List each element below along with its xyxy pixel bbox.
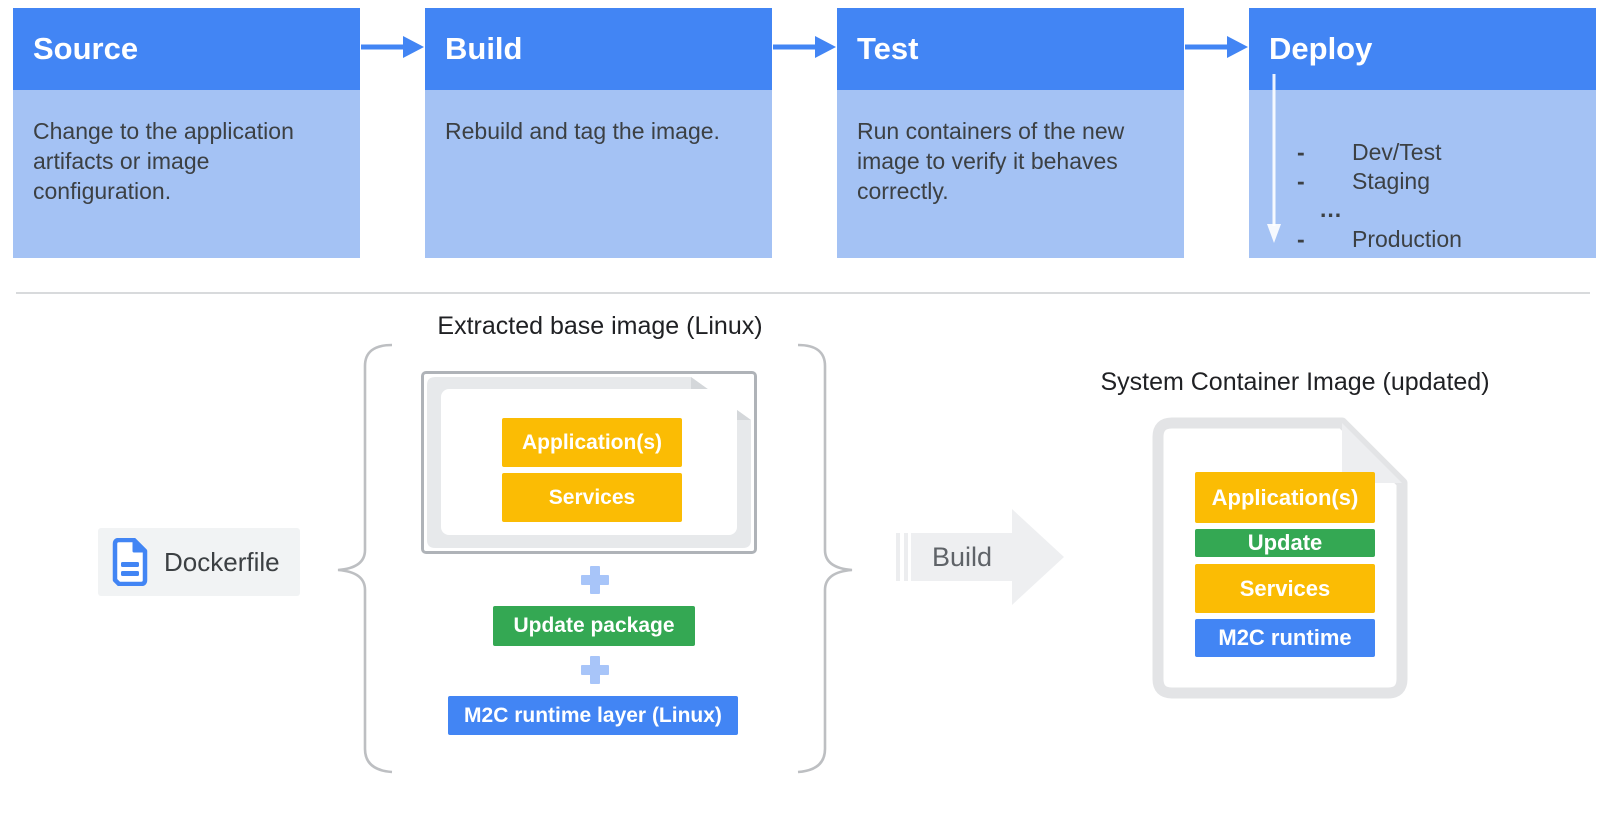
stage-source-title: Source [13,8,360,90]
extracted-base-image-title: Extracted base image (Linux) [437,312,763,340]
container-layer-m2c-runtime: M2C runtime [1195,619,1375,657]
stage-source: Source Change to the application artifac… [13,8,360,258]
arrow-build-to-test-icon [773,36,836,58]
stage-test: Test Run containers of the new image to … [837,8,1184,258]
document-icon [112,538,148,586]
deploy-item-staging: - Staging [1297,168,1430,194]
build-step-label: Build [911,533,1013,581]
build-arrow-stripe [896,533,900,581]
build-arrow-stripe [904,533,908,581]
stage-deploy-title: Deploy [1249,8,1596,90]
plus-icon [581,656,609,684]
deploy-item-label: Staging [1352,168,1431,194]
stage-test-title: Test [837,8,1184,90]
update-package-box: Update package [493,606,695,646]
deploy-item-ellipsis: ... [1320,196,1343,222]
dockerfile-chip: Dockerfile [98,528,300,596]
system-container-image-title: System Container Image (updated) [1100,368,1490,396]
container-image-document-icon [1152,417,1408,699]
stage-deploy: Deploy - Dev/Test - Staging ... - Produc… [1249,8,1596,258]
base-layer-applications: Application(s) [502,418,682,467]
right-brace-icon [797,343,853,774]
stage-source-description: Change to the application artifacts or i… [13,90,360,258]
deploy-item-label: Dev/Test [1352,139,1442,165]
list-dash: - [1297,226,1305,252]
container-layer-services: Services [1195,564,1375,613]
dockerfile-label: Dockerfile [164,546,280,577]
deploy-item-label: Production [1352,226,1462,252]
build-arrow-icon [1012,509,1064,605]
m2c-runtime-layer-box: M2C runtime layer (Linux) [448,696,738,735]
container-layer-update: Update [1195,529,1375,557]
deploy-item-dev-test: - Dev/Test [1297,139,1441,165]
stage-build: Build Rebuild and tag the image. [425,8,772,258]
plus-icon [581,566,609,594]
section-divider [16,292,1590,294]
stage-build-title: Build [425,8,772,90]
list-dash: - [1297,139,1305,165]
arrow-source-to-build-icon [361,36,424,58]
arrow-test-to-deploy-icon [1185,36,1248,58]
deploy-environment-list: - Dev/Test - Staging ... - Production [1249,8,1596,258]
deploy-down-arrow-icon [1267,74,1281,243]
base-layer-services: Services [502,473,682,522]
deploy-item-production: - Production [1297,226,1462,252]
list-dash: - [1297,168,1305,194]
container-layer-applications: Application(s) [1195,472,1375,523]
stage-test-description: Run containers of the new image to verif… [837,90,1184,258]
left-brace-icon [337,343,393,774]
stage-build-description: Rebuild and tag the image. [425,90,772,258]
stage-deploy-body [1249,90,1596,258]
